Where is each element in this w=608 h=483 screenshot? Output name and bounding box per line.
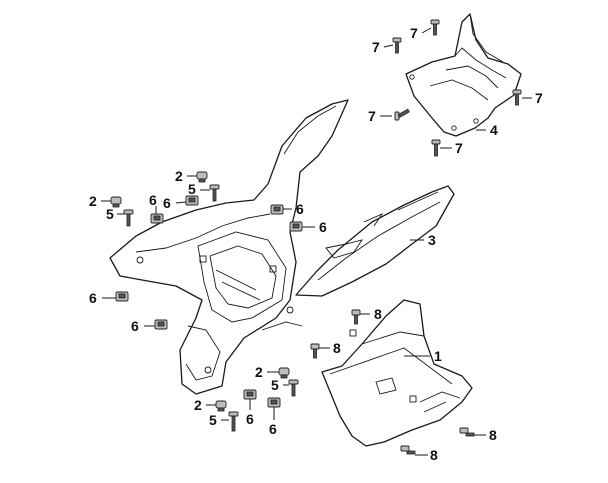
part-1-floor-panel [321,299,473,447]
callout-6-a: 6 [149,192,157,208]
clip-6-upper-4 [289,221,303,232]
callout-4: 4 [490,122,498,138]
screw-7-e [431,139,441,157]
clip-6-upper-3 [270,204,284,215]
clip-6-lower-2 [267,397,281,408]
callout-7-left: 7 [372,39,380,55]
screw-8-c [459,427,475,437]
callout-6-b: 6 [163,195,171,211]
callout-2-upper: 2 [175,168,183,184]
callout-5-upper: 5 [188,181,196,197]
callout-5-lower: 5 [271,377,279,393]
bolt-5-c [288,379,299,397]
clip-6-left-1 [115,291,129,302]
callout-2-lower: 2 [255,364,263,380]
bolt-5-d [228,411,239,432]
screw-8-b [310,343,320,359]
callout-2-left: 2 [89,193,97,209]
callout-8-b: 8 [333,340,341,356]
callout-3: 3 [428,232,436,248]
callout-6-c: 6 [296,201,304,217]
part-3-side-cover [295,185,455,297]
callout-5-left: 5 [106,206,114,222]
callout-7-right: 7 [535,90,543,106]
screw-7-a [430,19,440,36]
screw-7-b [392,37,402,54]
callout-6-f: 6 [131,318,139,334]
screw-7-d [394,108,410,121]
callout-7-mid: 7 [368,108,376,124]
main-body-frame-cover [109,99,349,395]
bolt-5-b [123,209,134,227]
callout-6-h: 6 [269,421,277,437]
bolt-5-a [209,184,220,202]
callout-6-g: 6 [246,411,254,427]
screw-8-d [400,445,416,455]
screw-7-c [512,89,522,106]
callout-6-e: 6 [89,290,97,306]
nut-2-a [196,171,208,183]
nut-2-d [215,400,227,412]
callout-8-d: 8 [430,447,438,463]
clip-6-lower-1 [243,389,257,400]
part-4-rear-cover [405,13,522,137]
callout-2-bottom: 2 [194,397,202,413]
callout-8-c: 8 [489,427,497,443]
callout-6-d: 6 [319,219,327,235]
callout-7-top: 7 [410,25,418,41]
screw-8-a [351,309,361,325]
clip-6-upper-2 [185,195,199,206]
nut-2-b [110,196,122,208]
clip-6-upper-1 [150,213,164,224]
callout-5-bottom: 5 [209,412,217,428]
callout-7-bottom: 7 [455,140,463,156]
leader-lines [101,27,532,456]
callout-labels: 7 7 7 7 4 7 3 2 5 2 5 6 6 6 6 6 6 8 8 1 … [89,25,543,463]
callout-1: 1 [434,348,442,364]
callout-8-a: 8 [374,306,382,322]
clip-6-left-2 [154,319,168,330]
nut-2-c [278,367,290,379]
